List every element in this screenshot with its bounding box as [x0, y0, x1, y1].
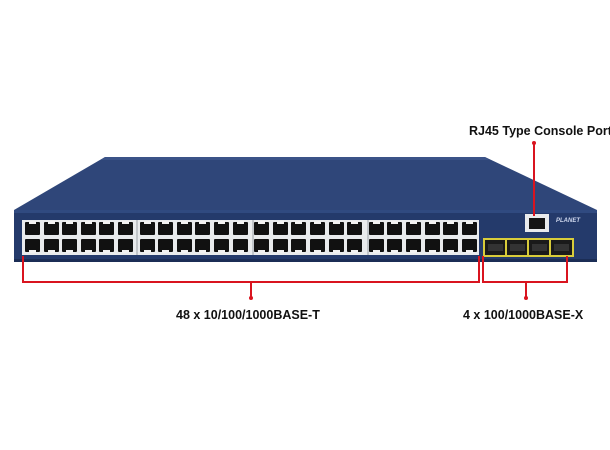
console-callout-line — [533, 142, 535, 216]
rj45-port — [310, 221, 325, 235]
rj45-port — [214, 221, 229, 235]
rj45-port — [461, 239, 477, 253]
rj45-port — [291, 239, 307, 253]
rj45-port-block — [22, 220, 479, 255]
rj45-port — [99, 221, 115, 235]
rj45-port — [443, 221, 459, 235]
rj45-port — [254, 239, 270, 253]
rj45-port — [80, 221, 96, 235]
rj45-port — [424, 239, 440, 253]
rj45-port — [368, 221, 384, 235]
rj45-port — [461, 221, 477, 235]
rj45-port — [347, 239, 363, 253]
rj45-port — [118, 221, 133, 235]
rj45-bracket-left — [22, 256, 24, 283]
sfp-callout-stem — [525, 281, 527, 298]
brand-logo: PLANET — [556, 218, 580, 224]
rj45-port — [310, 239, 325, 253]
rj45-port — [43, 239, 59, 253]
rj45-port — [62, 239, 78, 253]
rj45-port — [139, 221, 155, 235]
rj45-port — [424, 221, 440, 235]
rj45-port — [25, 221, 40, 235]
rj45-bracket-right — [478, 256, 480, 283]
rj45-port — [25, 239, 40, 253]
rj45-port — [328, 239, 344, 253]
rj45-ports-label: 48 x 10/100/1000BASE-T — [176, 308, 320, 322]
rj45-port — [272, 221, 288, 235]
rj45-port — [368, 239, 384, 253]
rj45-port — [272, 239, 288, 253]
rj45-port — [443, 239, 459, 253]
rj45-port — [214, 239, 229, 253]
rj45-callout-stem — [250, 281, 252, 298]
rj45-port — [406, 221, 421, 235]
console-port — [529, 218, 545, 229]
rj45-port — [387, 239, 403, 253]
rj45-port — [195, 221, 211, 235]
rj45-port — [195, 239, 211, 253]
rj45-port — [232, 239, 248, 253]
rj45-port — [232, 221, 248, 235]
rj45-callout-dot — [249, 296, 253, 300]
rj45-port — [139, 239, 155, 253]
sfp-port — [549, 238, 574, 257]
sfp-bracket-left — [482, 256, 484, 283]
rj45-port — [43, 221, 59, 235]
sfp-ports-label: 4 x 100/1000BASE-X — [463, 308, 584, 322]
rj45-port — [80, 239, 96, 253]
rj45-port — [406, 239, 421, 253]
sfp-callout-dot — [524, 296, 528, 300]
rj45-port — [387, 221, 403, 235]
rj45-port — [158, 239, 174, 253]
sfp-bracket-right — [566, 256, 568, 283]
switch-top-cover — [14, 157, 597, 210]
rj45-port — [176, 221, 192, 235]
rj45-port — [158, 221, 174, 235]
sfp-port — [505, 238, 530, 257]
rj45-port — [118, 239, 133, 253]
rj45-port — [291, 221, 307, 235]
console-port-label: RJ45 Type Console Port — [469, 124, 610, 138]
rj45-port — [254, 221, 270, 235]
rj45-port — [176, 239, 192, 253]
rj45-port — [62, 221, 78, 235]
rj45-port — [347, 221, 363, 235]
rj45-port — [99, 239, 115, 253]
rj45-port — [328, 221, 344, 235]
